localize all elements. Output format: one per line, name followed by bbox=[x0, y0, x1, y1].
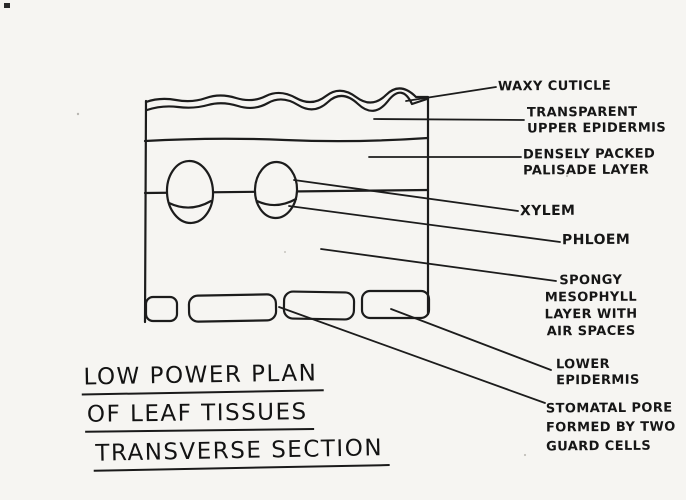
label-phloem: PHLOEM bbox=[561, 231, 631, 249]
scan-dot bbox=[76, 112, 80, 116]
label-spongy-mesophyll: SPONGY MESOPHYLL LAYER WITH AIR SPACES bbox=[544, 272, 638, 340]
leader-line-upper-epidermis bbox=[373, 118, 525, 121]
scan-dot bbox=[565, 174, 569, 178]
label-waxy-cuticle: WAXY CUTICLE bbox=[497, 78, 612, 95]
waxy-cuticle-top-line bbox=[144, 87, 430, 104]
label-stomatal-pore: STOMATAL PORE FORMED BY TWO GUARD CELLS bbox=[545, 400, 676, 455]
label-palisade-layer: DENSELY PACKED PALISADE LAYER bbox=[522, 146, 656, 179]
title-line-3: TRANSVERSE SECTION bbox=[93, 435, 390, 472]
xylem-phloem-divider-left bbox=[167, 199, 213, 209]
waxy-cuticle-bottom-line bbox=[145, 91, 429, 112]
title-line-1: LOW POWER PLAN bbox=[81, 360, 324, 396]
vascular-bundle-right bbox=[253, 160, 299, 220]
lower-epidermis-cell bbox=[282, 290, 356, 321]
leader-line-phloem bbox=[288, 205, 561, 243]
leader-line-lower-epidermis bbox=[390, 308, 552, 371]
scan-dot bbox=[523, 453, 527, 457]
leaf-left-edge bbox=[143, 99, 148, 324]
scan-dot bbox=[284, 251, 286, 253]
leader-line-waxy-cuticle bbox=[405, 86, 497, 102]
xylem-phloem-divider-right bbox=[255, 197, 298, 207]
lower-epidermis-cell bbox=[360, 289, 431, 320]
lower-epidermis-cell bbox=[144, 295, 179, 323]
label-lower-epidermis: LOWER EPIDERMIS bbox=[555, 356, 640, 389]
leader-line-spongy bbox=[320, 248, 557, 282]
label-xylem: XYLEM bbox=[519, 202, 576, 220]
scan-speck bbox=[4, 3, 10, 8]
leader-line-xylem bbox=[293, 179, 519, 212]
diagram-title: LOW POWER PLAN OF LEAF TISSUES TRANSVERS… bbox=[77, 360, 390, 478]
label-upper-epidermis: TRANSPARENT UPPER EPIDERMIS bbox=[526, 104, 667, 137]
vascular-bundle-left bbox=[165, 159, 215, 225]
title-line-2: OF LEAF TISSUES bbox=[84, 399, 314, 433]
leader-line-stomatal-pore bbox=[278, 306, 546, 404]
upper-epidermis-boundary-line bbox=[143, 136, 430, 143]
lower-epidermis-cell bbox=[187, 293, 278, 323]
